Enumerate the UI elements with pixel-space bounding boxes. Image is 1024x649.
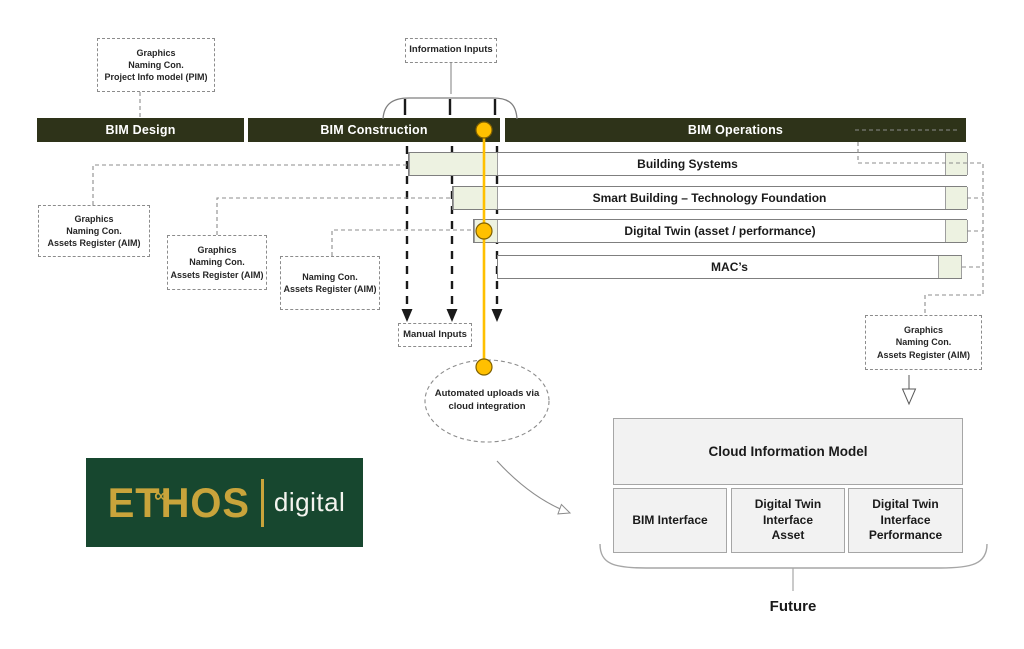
bim-interface-box: BIM Interface [613, 488, 727, 553]
callout-information-inputs: Information Inputs [405, 38, 497, 63]
ethos-wordmark: ETHOS ∞ [107, 479, 249, 527]
aim3-connector [331, 229, 473, 256]
aim2-connector [216, 197, 452, 235]
row-end-cell [945, 153, 968, 175]
phase-bar-bim-construction: BIM Construction [248, 118, 500, 142]
gantt-row-smart-building: Smart Building – Technology Foundation [452, 186, 968, 210]
row-end-cell [938, 256, 962, 278]
aim-right-connector [857, 142, 984, 314]
hollow-down-arrow-icon [901, 388, 917, 406]
automated-uploads-label: Automated uploads via cloud integration [434, 388, 540, 412]
digital-twin-interface-performance-box: Digital Twin Interface Performance [848, 488, 963, 553]
row-label: Smart Building – Technology Foundation [592, 191, 827, 205]
down-arrowhead-icon [401, 309, 413, 322]
logo-divider [261, 478, 264, 527]
interface-label: Digital Twin Interface Performance [868, 497, 943, 543]
callout-manual-inputs: Manual Inputs [398, 323, 472, 347]
callout-project-info-model: Graphics Naming Con. Project Info model … [97, 38, 215, 92]
interface-label: BIM Interface [632, 512, 708, 527]
down-arrowhead-icon [491, 309, 503, 322]
aim1-connector [92, 164, 407, 205]
row-start-cell [409, 153, 498, 175]
gather-brace [382, 97, 518, 120]
phase-label: BIM Design [105, 123, 176, 137]
ethos-text: ETHOS [107, 478, 250, 526]
phase-label: BIM Construction [320, 123, 428, 137]
future-brace [599, 543, 988, 569]
digital-twin-interface-asset-box: Digital Twin Interface Asset [731, 488, 845, 553]
digital-text: digital [273, 487, 346, 517]
callout-assets-register-naming: Naming Con. Assets Register (AIM) [280, 256, 380, 310]
ethos-digital-logo: ETHOS ∞ digital [86, 458, 363, 547]
uploads-to-cloud-arrow [496, 460, 572, 515]
callout-assets-register-construction: Graphics Naming Con. Assets Register (AI… [167, 235, 267, 290]
interface-label: Digital Twin Interface Asset [754, 497, 822, 543]
down-arrowhead-icon [446, 309, 458, 322]
row-label: MAC’s [711, 260, 748, 274]
callout-assets-register-operations: Graphics Naming Con. Assets Register (AI… [865, 315, 982, 370]
gold-node-digital-twin [475, 222, 493, 240]
phase-bar-bim-operations: BIM Operations [505, 118, 966, 142]
gantt-row-building-systems: Building Systems [408, 152, 968, 176]
future-label: Future [769, 598, 817, 615]
callout-assets-register-design: Graphics Naming Con. Assets Register (AI… [38, 205, 150, 257]
cloud-title: Cloud Information Model [708, 444, 868, 459]
gold-node-construction [475, 121, 493, 139]
phase-label: BIM Operations [687, 123, 784, 137]
row-start-cell [453, 187, 498, 209]
cloud-information-model-box: Cloud Information Model [613, 418, 963, 485]
row-label: Digital Twin (asset / performance) [624, 224, 816, 238]
ethos-knot-icon: ∞ [153, 484, 169, 507]
gantt-row-macs: MAC’s [497, 255, 962, 279]
row-label: Building Systems [637, 157, 738, 171]
phase-bar-bim-design: BIM Design [37, 118, 244, 142]
gold-node-cloud-uploads [475, 358, 493, 376]
automated-uploads-ellipse [424, 359, 550, 443]
